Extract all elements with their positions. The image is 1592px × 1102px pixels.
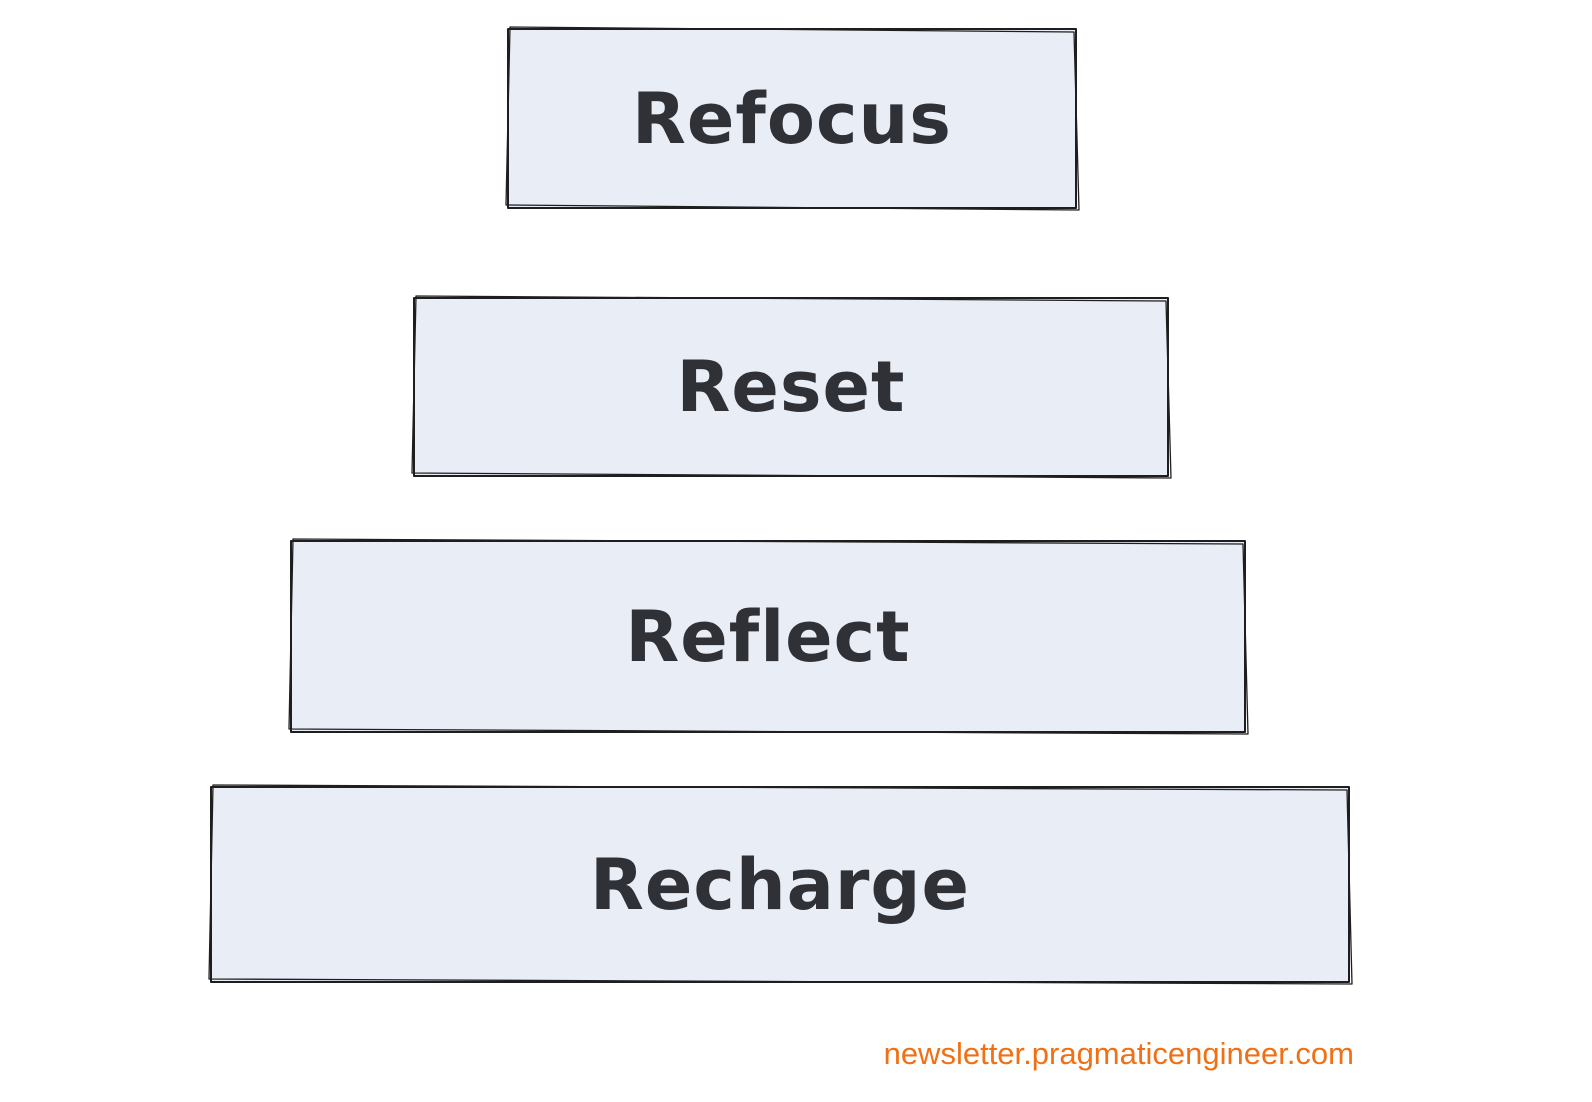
tier-box-outline [288,538,1249,735]
tier-box-outline [413,297,1169,477]
tier-box-outline [411,295,1172,479]
tier-box-fill [292,542,1244,731]
tier-reset: Reset [411,295,1172,479]
tier-box-recharge [208,784,1353,985]
tier-box-outline [208,784,1353,985]
tier-box-fill [509,30,1075,207]
tier-box-reflect [288,538,1249,735]
tier-box-outline [210,786,1350,983]
tier-box-fill [212,788,1348,981]
tier-box-outline [290,540,1246,733]
tier-box-reset [411,295,1172,479]
tier-recharge: Recharge [208,784,1353,985]
tier-label-recharge: Recharge [589,843,971,926]
tier-box-fill [415,299,1167,475]
tier-refocus: Refocus [505,26,1080,211]
tier-box-refocus [505,26,1080,211]
tier-box-outline [505,26,1080,211]
tier-label-refocus: Refocus [632,77,952,160]
tier-label-reset: Reset [676,346,906,428]
tier-label-reflect: Reflect [625,595,911,678]
tier-box-outline [507,28,1077,209]
footer-source-link[interactable]: newsletter.pragmaticengineer.com [883,1036,1354,1071]
tier-reflect: Reflect [288,538,1249,735]
